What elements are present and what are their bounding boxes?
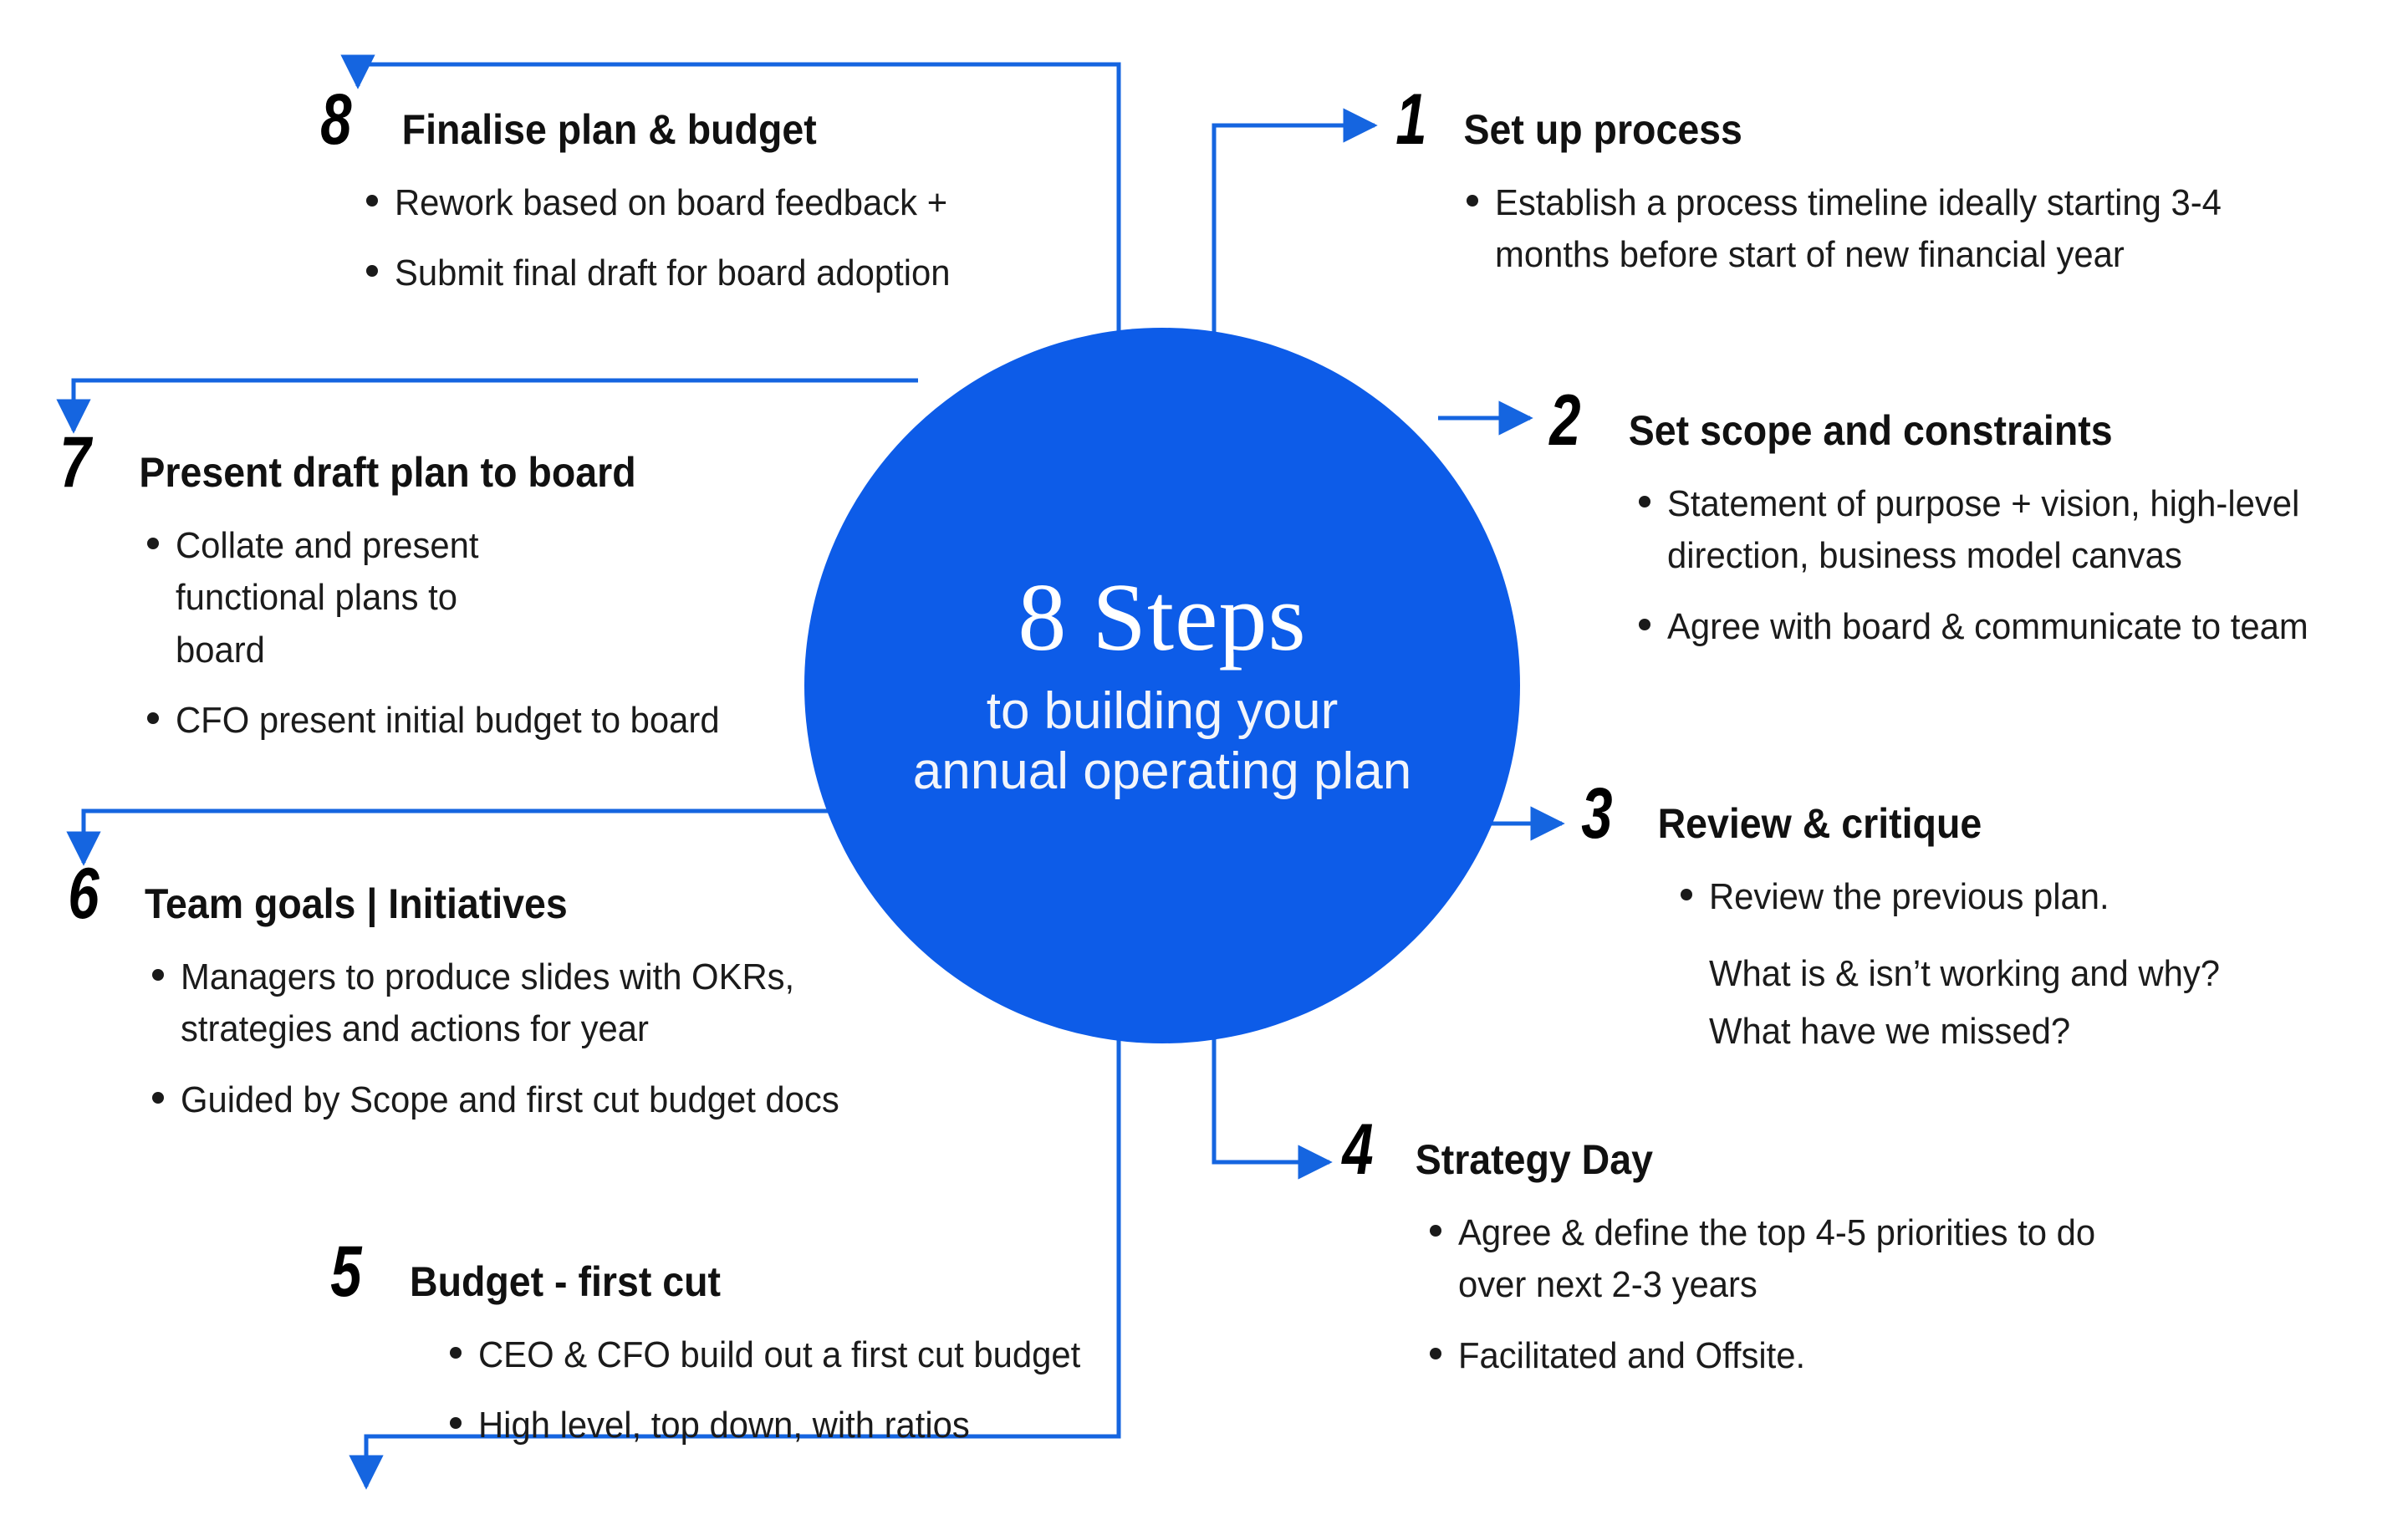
step-6-number: 6 <box>68 854 99 934</box>
step-1-body: Establish a process timeline ideally sta… <box>1467 177 2269 282</box>
bullet-dot-icon <box>1430 1225 1441 1237</box>
step-2-bullet-2: Agree with board & communicate to team <box>1639 601 2398 653</box>
step-block-3[interactable]: 3 Review & critique Review the previous … <box>1577 778 2396 1058</box>
step-block-5[interactable]: 5 Budget - first cut CEO & CFO build out… <box>326 1236 1162 1471</box>
step-2-body: Statement of purpose + vision, high-leve… <box>1639 478 2398 653</box>
step-3-title: Review & critique <box>1657 800 1982 847</box>
step-block-6[interactable]: 6 Team goals | Initiatives Managers to p… <box>64 858 900 1145</box>
step-7-bullet-2-text: CFO present initial budget to board <box>176 700 720 742</box>
step-7-number: 7 <box>59 422 91 502</box>
step-block-7[interactable]: 7 Present draft plan to board Collate an… <box>55 426 808 766</box>
step-6-bullet-2-text: Guided by Scope and first cut budget doc… <box>181 1079 839 1120</box>
step-block-1[interactable]: 1 Set up process Establish a process tim… <box>1391 84 2269 300</box>
hub-subtitle-line1: to building your <box>986 682 1339 741</box>
step-1-bullet-1-text: Establish a process timeline ideally sta… <box>1495 182 2222 276</box>
step-2-heading: 2 Set scope and constraints <box>1545 385 2398 456</box>
step-8-number: 8 <box>320 79 352 160</box>
step-8-body: Rework based on board feedback + Submit … <box>366 177 1069 300</box>
step-4-bullet-2: Facilitated and Offsite. <box>1430 1330 2224 1382</box>
step-7-bullet-1-text: Collate and present functional plans to … <box>176 525 479 671</box>
step-8-bullet-2-text: Submit final draft for board adoption <box>395 252 951 294</box>
bullet-dot-icon <box>147 712 159 725</box>
step-7-title: Present draft plan to board <box>139 449 636 496</box>
step-6-title: Team goals | Initiatives <box>144 880 568 927</box>
step-1-heading: 1 Set up process <box>1391 84 2269 156</box>
step-4-bullet-1: Agree & define the top 4-5 priorities to… <box>1430 1207 2224 1312</box>
central-hub: 8 Steps to building your annual operatin… <box>804 328 1520 1043</box>
step-2-title: Set scope and constraints <box>1628 407 2113 454</box>
step-5-heading: 5 Budget - first cut <box>326 1236 1162 1308</box>
step-1-bullet-1: Establish a process timeline ideally sta… <box>1467 177 2269 282</box>
step-5-title: Budget - first cut <box>409 1258 721 1305</box>
bullet-dot-icon <box>366 195 378 207</box>
bullet-dot-icon <box>1639 618 1650 630</box>
step-4-title: Strategy Day <box>1415 1136 1653 1183</box>
step-5-bullet-2: High level, top down, with ratios <box>450 1400 1162 1451</box>
step-block-4[interactable]: 4 Strategy Day Agree & define the top 4-… <box>1338 1114 2224 1400</box>
step-6-body: Managers to produce slides with OKRs, st… <box>152 951 900 1126</box>
step-3-continuation-1: What is & isn’t working and why? <box>1709 953 2220 995</box>
step-4-heading: 4 Strategy Day <box>1338 1114 2224 1186</box>
step-7-bullet-2: CFO present initial budget to board <box>147 695 808 747</box>
step-1-title: Set up process <box>1463 106 1742 153</box>
step-3-heading: 3 Review & critique <box>1577 778 2396 849</box>
step-7-heading: 7 Present draft plan to board <box>55 426 808 498</box>
connector-to-step-7 <box>56 378 918 434</box>
step-3-number: 3 <box>1581 773 1613 854</box>
bullet-dot-icon <box>1467 195 1478 207</box>
step-8-title: Finalise plan & budget <box>401 106 817 153</box>
step-4-number: 4 <box>1342 1109 1374 1190</box>
step-4-body: Agree & define the top 4-5 priorities to… <box>1430 1207 2224 1382</box>
step-5-bullet-2-text: High level, top down, with ratios <box>478 1405 970 1446</box>
step-block-2[interactable]: 2 Set scope and constraints Statement of… <box>1545 385 2398 671</box>
step-5-bullet-1: CEO & CFO build out a first cut budget <box>450 1329 1162 1381</box>
step-2-bullet-1-text: Statement of purpose + vision, high-leve… <box>1667 483 2300 577</box>
step-6-bullet-1-text: Managers to produce slides with OKRs, st… <box>181 956 795 1050</box>
step-4-bullet-1-text: Agree & define the top 4-5 priorities to… <box>1458 1212 2096 1306</box>
bullet-dot-icon <box>152 969 164 981</box>
step-8-bullet-1-text: Rework based on board feedback + <box>395 182 948 223</box>
hub-title: 8 Steps <box>1018 564 1307 672</box>
step-5-bullet-1-text: CEO & CFO build out a first cut budget <box>478 1334 1081 1375</box>
step-2-bullet-1: Statement of purpose + vision, high-leve… <box>1639 478 2398 583</box>
step-3-bullet-1-text: Review the previous plan. <box>1709 876 2110 917</box>
bullet-dot-icon <box>147 538 159 549</box>
bullet-dot-icon <box>450 1347 462 1359</box>
step-8-bullet-2: Submit final draft for board adoption <box>366 247 1069 299</box>
step-block-8[interactable]: 8 Finalise plan & budget Rework based on… <box>316 84 1069 319</box>
hub-subtitle-line2: annual operating plan <box>912 742 1412 800</box>
step-3-bullet-1: Review the previous plan. <box>1681 871 2396 923</box>
step-7-body: Collate and present functional plans to … <box>147 520 808 747</box>
step-1-number: 1 <box>1395 79 1427 160</box>
step-4-bullet-2-text: Facilitated and Offsite. <box>1458 1334 1806 1376</box>
bullet-dot-icon <box>450 1417 462 1430</box>
bullet-dot-icon <box>366 265 378 278</box>
step-2-bullet-2-text: Agree with board & communicate to team <box>1667 605 2309 647</box>
step-8-heading: 8 Finalise plan & budget <box>316 84 1069 156</box>
step-6-bullet-2: Guided by Scope and first cut budget doc… <box>152 1074 900 1126</box>
step-6-heading: 6 Team goals | Initiatives <box>64 858 900 930</box>
step-7-bullet-1: Collate and present functional plans to … <box>147 520 808 676</box>
bullet-dot-icon <box>152 1091 164 1104</box>
bullet-dot-icon <box>1430 1347 1441 1359</box>
step-2-number: 2 <box>1549 380 1581 461</box>
step-5-number: 5 <box>330 1232 362 1312</box>
bullet-dot-icon <box>1639 496 1650 507</box>
step-6-bullet-1: Managers to produce slides with OKRs, st… <box>152 951 900 1056</box>
step-8-bullet-1: Rework based on board feedback + <box>366 177 1069 229</box>
connector-to-step-6 <box>66 808 951 866</box>
bullet-dot-icon <box>1681 889 1692 900</box>
step-5-body: CEO & CFO build out a first cut budget H… <box>450 1329 1162 1452</box>
step-3-body: Review the previous plan. What is & isn’… <box>1681 871 2396 1058</box>
step-3-continuation-2: What have we missed? <box>1709 1010 2071 1052</box>
